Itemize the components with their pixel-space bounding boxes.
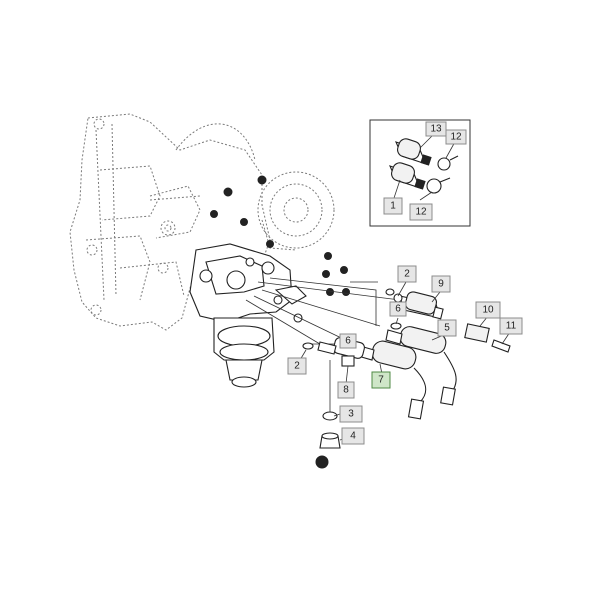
svg-text:6: 6	[345, 336, 351, 347]
svg-text:3: 3	[348, 409, 354, 420]
callout-11[interactable]: 11	[499, 317, 523, 335]
explode-lines	[245, 277, 401, 412]
svg-text:4: 4	[350, 431, 356, 442]
svg-text:11: 11	[506, 321, 517, 332]
drain-plug	[315, 432, 341, 469]
callout-7[interactable]: 7	[371, 371, 391, 389]
svg-text:10: 10	[482, 305, 494, 316]
callout-12-inset-upper[interactable]: 12	[445, 129, 467, 145]
svg-text:12: 12	[415, 207, 427, 218]
callout-layer: 13 12 1 12 2 9 6 10 5 11 6 2 7 8 3 4	[287, 121, 523, 445]
callout-9[interactable]: 9	[431, 275, 451, 293]
callout-6-lower[interactable]: 6	[339, 333, 357, 349]
callout-3[interactable]: 3	[339, 405, 363, 423]
svg-text:1: 1	[390, 201, 396, 212]
callout-10[interactable]: 10	[475, 301, 501, 319]
svg-text:7: 7	[378, 375, 384, 386]
solenoid-valve-middle	[385, 326, 457, 406]
solenoid-valve-lower	[357, 340, 427, 420]
terminal-pin	[491, 339, 511, 353]
svg-text:12: 12	[450, 132, 462, 143]
callout-5[interactable]: 5	[437, 319, 457, 337]
valve-body	[189, 243, 307, 388]
callout-4[interactable]: 4	[341, 427, 365, 445]
solenoid-valve-upper	[393, 291, 444, 320]
svg-text:2: 2	[294, 361, 300, 372]
connector-plug	[464, 323, 490, 343]
svg-text:13: 13	[430, 124, 442, 135]
callout-6-upper[interactable]: 6	[389, 301, 407, 317]
callout-13[interactable]: 13	[425, 121, 447, 137]
callout-12-inset-lower[interactable]: 12	[409, 203, 433, 221]
svg-text:2: 2	[404, 269, 410, 280]
svg-text:6: 6	[395, 304, 401, 315]
svg-text:8: 8	[343, 385, 349, 396]
svg-text:5: 5	[444, 323, 450, 334]
callout-1[interactable]: 1	[383, 197, 403, 215]
housing-bolts	[210, 175, 350, 296]
callout-2-upper[interactable]: 2	[397, 265, 417, 283]
svg-text:9: 9	[438, 279, 444, 290]
callout-8[interactable]: 8	[337, 381, 355, 399]
callout-2-lower[interactable]: 2	[287, 357, 307, 375]
